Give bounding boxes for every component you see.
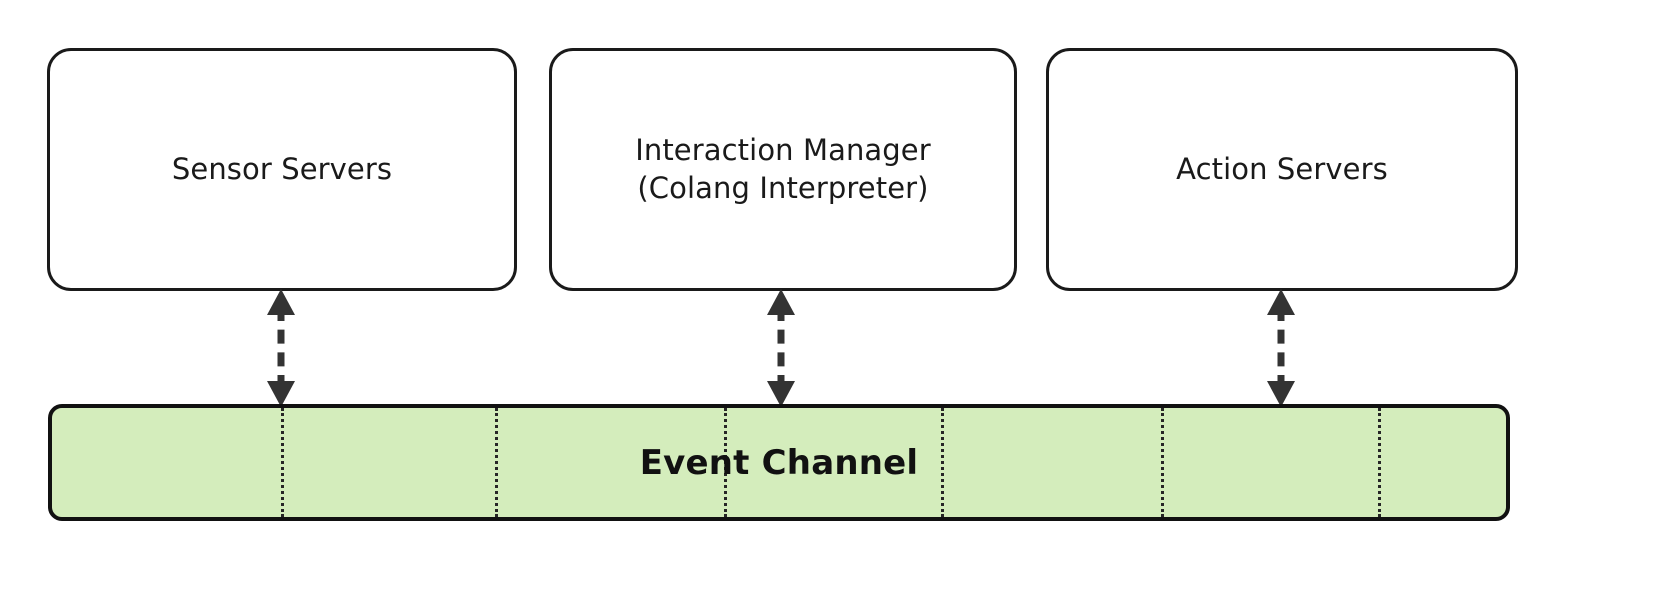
dashed-line: [277, 307, 285, 389]
event-channel-label: Event Channel: [639, 442, 919, 483]
arrow-down-icon: [267, 381, 295, 407]
node-interaction-manager-label: Interaction Manager (Colang Interpreter): [635, 133, 931, 205]
lane-divider: [941, 408, 944, 517]
lane-divider: [281, 408, 284, 517]
connector-sensor-servers-to-event-channel: [259, 289, 303, 407]
arrow-down-icon: [767, 381, 795, 407]
lane-divider: [495, 408, 498, 517]
node-action-servers[interactable]: Action Servers: [1046, 48, 1518, 291]
connector-action-servers-to-event-channel: [1259, 289, 1303, 407]
lane-divider: [1378, 408, 1381, 517]
event-channel-bus[interactable]: Event Channel: [48, 404, 1510, 521]
lane-divider: [1161, 408, 1164, 517]
arrow-down-icon: [1267, 381, 1295, 407]
node-sensor-servers[interactable]: Sensor Servers: [47, 48, 517, 291]
connector-interaction-manager-to-event-channel: [759, 289, 803, 407]
dashed-line: [777, 307, 785, 389]
node-action-servers-label: Action Servers: [1176, 151, 1388, 186]
node-interaction-manager[interactable]: Interaction Manager (Colang Interpreter): [549, 48, 1017, 291]
node-sensor-servers-label: Sensor Servers: [171, 151, 393, 186]
dashed-line: [1277, 307, 1285, 389]
